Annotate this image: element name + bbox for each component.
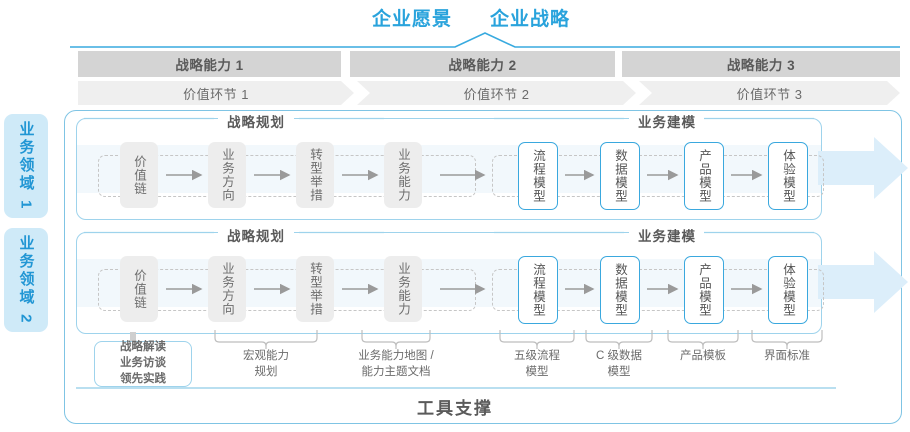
domain-row-2-section-title-2: 业务建模 bbox=[629, 225, 705, 245]
tool-label-2: 业务能力地图 / 能力主题文档 bbox=[336, 349, 456, 380]
domain-row-1-stage-5-label: 流程模型 bbox=[531, 149, 545, 203]
domain-row-2-stage-3-label: 转型举措 bbox=[308, 262, 322, 316]
enterprise-vision-title: 企业愿景 bbox=[372, 9, 453, 30]
tool-pill-line-3: 领先实践 bbox=[120, 372, 166, 385]
tool-label-6: 界面标准 bbox=[739, 349, 835, 365]
domain-row-2-section-title-1: 战略规划 bbox=[218, 225, 294, 245]
domain-tab-1[interactable]: 业务领域 1 bbox=[4, 114, 48, 218]
domain-row-2-stage-7-label: 产品模型 bbox=[697, 263, 711, 317]
capability-cell-2: 战略能力 2 bbox=[350, 51, 615, 77]
domain-row-1-stage-3[interactable]: 转型举措 bbox=[296, 142, 334, 208]
tool-pill-line-2: 业务访谈 bbox=[120, 357, 166, 370]
enterprise-strategy-title: 企业战略 bbox=[490, 9, 571, 30]
tool-label-1-line-1: 宏观能力 bbox=[243, 350, 289, 362]
domain-tab-1-label: 业务领域 1 bbox=[17, 120, 35, 212]
tool-label-4-line-2: 模型 bbox=[607, 365, 631, 378]
domain-row-1-section-title-1: 战略规划 bbox=[218, 111, 294, 131]
capability-cell-1: 战略能力 1 bbox=[78, 51, 341, 77]
domain-row-2-stage-8-label: 体验模型 bbox=[781, 263, 795, 317]
vision-strategy-connector-line bbox=[70, 32, 900, 48]
domain-row-2-stage-3[interactable]: 转型举措 bbox=[296, 256, 334, 322]
domain-row-1-stage-8[interactable]: 体验模型 bbox=[768, 142, 808, 210]
domain-row-1-stage-7-label: 产品模型 bbox=[697, 149, 711, 203]
tool-label-4: C 级数据 模型 bbox=[571, 349, 667, 380]
tool-label-6-line-1: 界面标准 bbox=[764, 350, 810, 362]
tool-label-2-line-2: 能力主题文档 bbox=[361, 365, 431, 378]
domain-row-1-stage-4-label: 业务能力 bbox=[396, 148, 410, 202]
domain-row-1-dash-track-right bbox=[492, 155, 824, 197]
domain-row-1-stage-6[interactable]: 数据模型 bbox=[600, 142, 640, 210]
domain-row-1-stage-5[interactable]: 流程模型 bbox=[518, 142, 558, 210]
tool-label-1: 宏观能力 规划 bbox=[216, 349, 316, 380]
domain-row-1-stage-1[interactable]: 价值链 bbox=[120, 142, 158, 208]
domain-row-1-stage-7[interactable]: 产品模型 bbox=[684, 142, 724, 210]
capability-cell-3: 战略能力 3 bbox=[622, 51, 900, 77]
tool-label-3-line-1: 五级流程 bbox=[514, 350, 560, 362]
domain-row-2-stage-4-label: 业务能力 bbox=[396, 262, 410, 316]
domain-row-2-stage-2[interactable]: 业务方向 bbox=[208, 256, 246, 322]
value-link-cell-2: 价值环节 2 bbox=[357, 81, 636, 105]
domain-row-1-flow-arrow bbox=[818, 137, 908, 199]
domain-row-1-stage-1-label: 价值链 bbox=[132, 154, 146, 196]
domain-row-2-stage-4[interactable]: 业务能力 bbox=[384, 256, 422, 322]
value-link-cell-1: 价值环节 1 bbox=[78, 81, 354, 105]
domain-row-2-stage-6-label: 数据模型 bbox=[613, 263, 627, 317]
vision-strategy-header: 企业愿景 企业战略 bbox=[0, 4, 910, 32]
domain-row-2-stage-1[interactable]: 价值链 bbox=[120, 256, 158, 322]
domain-row-2-stage-1-label: 价值链 bbox=[132, 268, 146, 310]
tool-label-5: 产品模板 bbox=[655, 349, 751, 365]
tool-support-title: 工具支撑 bbox=[417, 399, 493, 418]
domain-row-2-stage-5-label: 流程模型 bbox=[531, 263, 545, 317]
value-link-cell-3: 价值环节 3 bbox=[639, 81, 900, 105]
domain-tab-2-label: 业务领域 2 bbox=[17, 234, 35, 326]
domain-row-1-section-title-2: 业务建模 bbox=[629, 111, 705, 131]
domain-row-1-title-rules bbox=[84, 117, 814, 120]
domain-row-2-stage-5[interactable]: 流程模型 bbox=[518, 256, 558, 324]
domain-row-1-stage-2[interactable]: 业务方向 bbox=[208, 142, 246, 208]
domain-row-2-stage-8[interactable]: 体验模型 bbox=[768, 256, 808, 324]
domain-row-2-stage-7[interactable]: 产品模型 bbox=[684, 256, 724, 324]
domain-row-1-stage-2-label: 业务方向 bbox=[220, 148, 234, 202]
domain-row-1-stage-6-label: 数据模型 bbox=[613, 149, 627, 203]
tool-label-5-line-1: 产品模板 bbox=[680, 350, 726, 362]
tool-label-3: 五级流程 模型 bbox=[489, 349, 585, 380]
domain-row-2-dash-track-right bbox=[492, 269, 824, 311]
domain-row-2-stage-6[interactable]: 数据模型 bbox=[600, 256, 640, 324]
domain-row-2-title-rules bbox=[84, 231, 814, 234]
tool-pill-strategy-inputs[interactable]: 战略解读 业务访谈 领先实践 bbox=[94, 341, 192, 387]
tool-pill-line-1: 战略解读 bbox=[120, 341, 166, 354]
framework-container bbox=[64, 110, 902, 424]
domain-row-1-stage-8-label: 体验模型 bbox=[781, 149, 795, 203]
tool-label-2-line-1: 业务能力地图 / bbox=[358, 350, 434, 362]
domain-row-1-stage-4[interactable]: 业务能力 bbox=[384, 142, 422, 208]
tool-label-1-line-2: 规划 bbox=[254, 365, 278, 378]
domain-row-2-flow-arrow bbox=[818, 251, 908, 313]
tool-label-3-line-2: 模型 bbox=[525, 365, 549, 378]
domain-row-2-stage-2-label: 业务方向 bbox=[220, 262, 234, 316]
tool-label-4-line-1: C 级数据 bbox=[596, 350, 642, 362]
domain-tab-2[interactable]: 业务领域 2 bbox=[4, 228, 48, 332]
domain-row-1-stage-3-label: 转型举措 bbox=[308, 148, 322, 202]
